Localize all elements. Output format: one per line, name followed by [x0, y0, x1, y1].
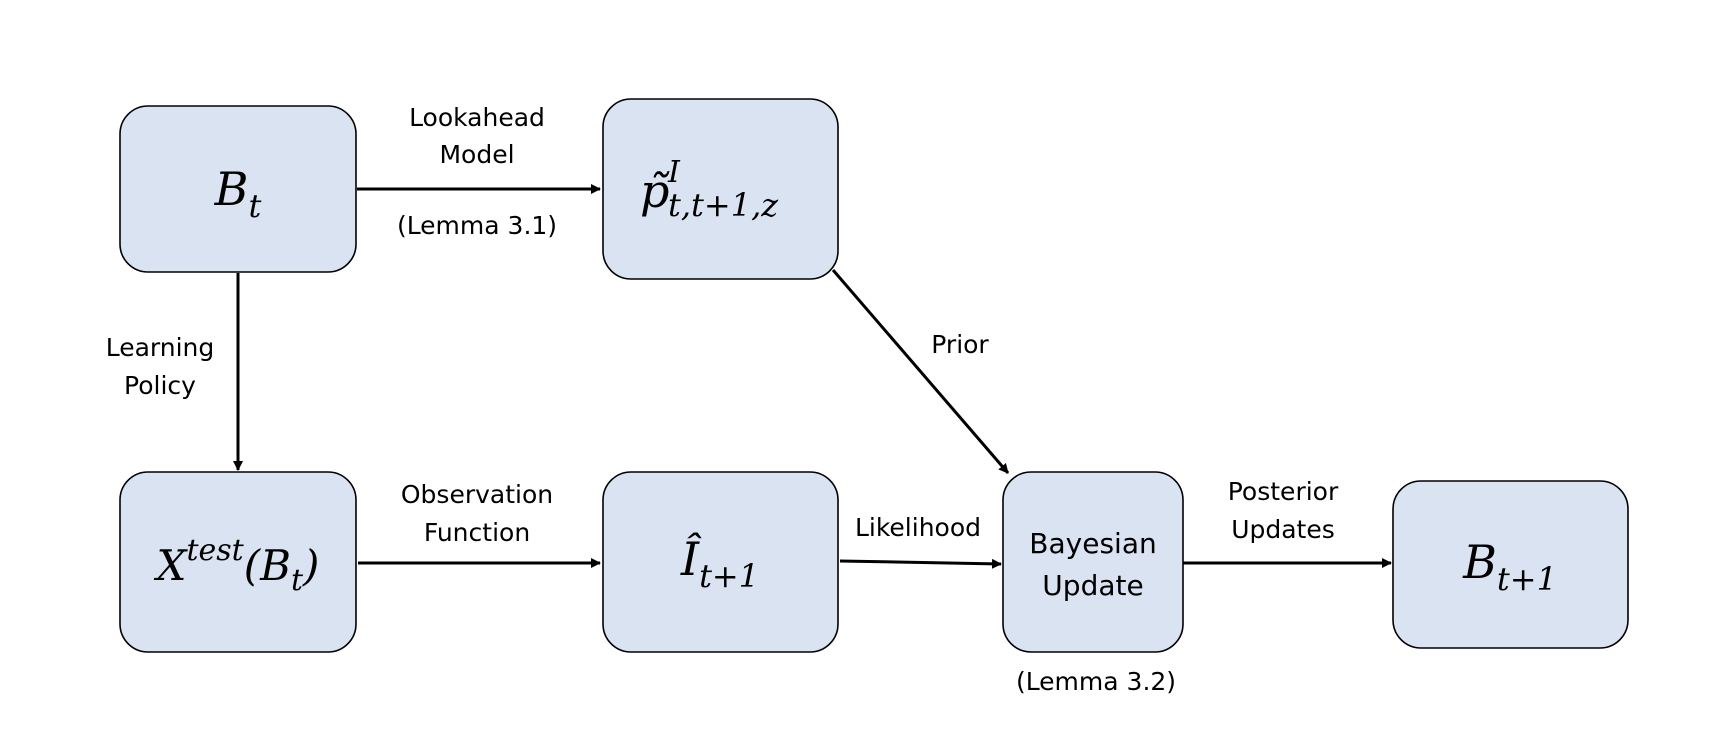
node-p-tilde-sup: I [667, 155, 681, 190]
node-b-t1: Bt+1 [1392, 480, 1629, 649]
node-x-test-base: X [154, 541, 189, 590]
node-b-t-sub: t [248, 187, 261, 225]
node-bayesian-update: Bayesian Update [1002, 471, 1184, 653]
node-b-t-math: Bt [214, 162, 262, 225]
node-x-test-sup: test [186, 533, 244, 568]
node-p-tilde: p̃ I t,t+1,z [602, 98, 839, 280]
node-bayesian-update-line2: Update [1042, 569, 1143, 602]
node-x-test-close: ) [302, 541, 319, 590]
lookahead-label-line1: Lookahead [409, 103, 545, 132]
prior-label: Prior [931, 330, 989, 359]
node-bayesian-update-line1: Bayesian [1029, 527, 1156, 560]
observation-label-line1: Observation [401, 480, 553, 509]
node-x-test-arg-sub: t [291, 563, 304, 598]
node-b-t1-math: Bt+1 [1462, 535, 1557, 598]
prior-arrow [831, 269, 1010, 474]
node-b-t1-base: B [1462, 535, 1497, 589]
node-x-test-math: Xtest(Bt) [154, 533, 320, 598]
node-b-t1-box [1392, 480, 1629, 649]
observation-label-line2: Function [424, 518, 530, 547]
node-x-test-box [119, 471, 357, 653]
lookahead-note: (Lemma 3.1) [397, 211, 557, 240]
likelihood-label: Likelihood [855, 513, 981, 542]
node-x-test-arg-base: B [259, 541, 291, 590]
node-i-hat: Ît+1 [602, 471, 839, 653]
node-b-t1-sub: t+1 [1497, 560, 1557, 598]
learning-policy-label-line1: Learning [106, 333, 215, 362]
posterior-label-line1: Posterior [1228, 477, 1339, 506]
likelihood-arrow [839, 558, 1002, 569]
learning-policy-label-line2: Policy [124, 371, 196, 400]
lemma-3-2-note: (Lemma 3.2) [1016, 667, 1176, 696]
node-p-tilde-sub: t,t+1,z [668, 186, 779, 224]
node-b-t: Bt [119, 105, 357, 273]
posterior-label-line2: Updates [1231, 515, 1335, 544]
node-i-hat-sub: t+1 [699, 557, 759, 595]
lookahead-label-line2: Model [439, 140, 514, 169]
node-p-tilde-base: p̃ [640, 164, 670, 218]
node-i-hat-box [602, 471, 839, 653]
node-i-hat-base: Î [680, 531, 702, 586]
node-bayesian-update-box [1002, 471, 1184, 653]
node-p-tilde-box [602, 98, 839, 280]
node-i-hat-math: Ît+1 [680, 531, 759, 595]
node-x-test-open: ( [244, 541, 262, 590]
node-x-test: Xtest(Bt) [119, 471, 357, 653]
node-b-t-box [119, 105, 357, 273]
node-b-t-base: B [214, 162, 249, 216]
